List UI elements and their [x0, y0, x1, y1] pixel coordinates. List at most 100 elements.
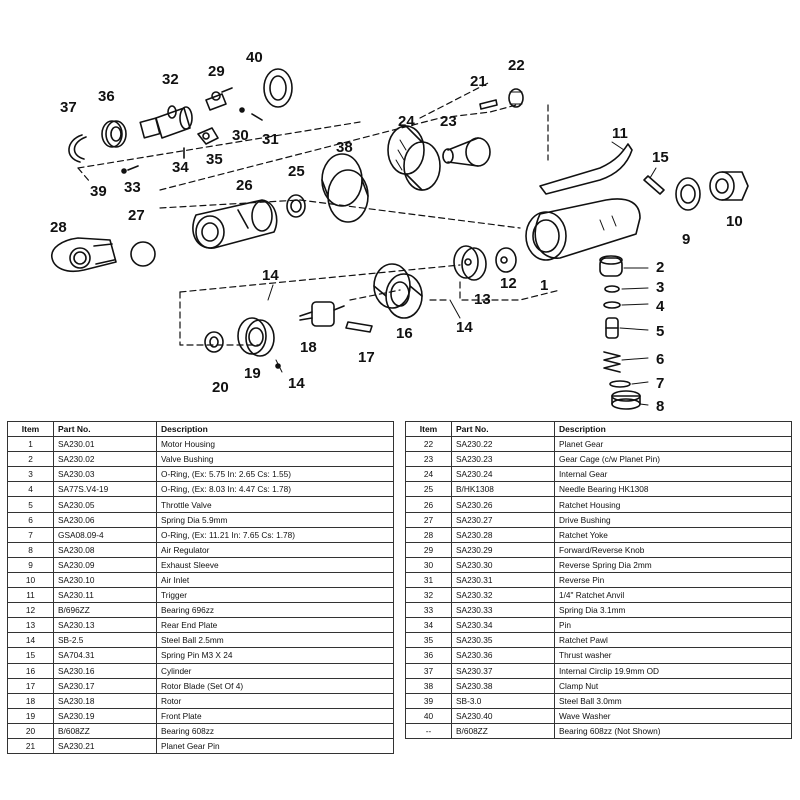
cell-description: Planet Gear Pin — [156, 737, 394, 755]
callout-4: 4 — [656, 298, 665, 315]
cell-part-no: SA230.37 — [451, 662, 555, 679]
cell-description: Rotor Blade (Set Of 4) — [156, 677, 394, 694]
cell-item: 34 — [405, 617, 452, 634]
callout-2: 2 — [656, 259, 664, 276]
cell-item: 6 — [7, 511, 54, 528]
cell-description: Front Plate — [156, 707, 394, 724]
cell-description: Air Regulator — [156, 541, 394, 558]
callout-7: 7 — [656, 375, 664, 392]
cell-description: Rear End Plate — [156, 617, 394, 634]
part-12-bearing-696zz — [495, 247, 517, 273]
cell-item: 36 — [405, 647, 452, 664]
exploded-parts-diagram: 1 2 3 4 5 6 7 8 9 10 11 12 13 14 14 14 1… — [50, 49, 749, 415]
cell-item: 11 — [7, 587, 54, 604]
cell-description: Ratchet Pawl — [554, 632, 792, 649]
part-36-thrust-washer — [101, 120, 127, 148]
part-38-clamp-nut — [321, 153, 369, 223]
cell-item: 32 — [405, 587, 452, 604]
callout-24: 24 — [398, 113, 415, 130]
cell-part-no: SA230.28 — [451, 526, 555, 543]
cell-part-no: SA230.40 — [451, 707, 555, 724]
cell-item: 40 — [405, 707, 452, 724]
cell-item: 27 — [405, 511, 452, 528]
callout-10: 10 — [726, 213, 743, 230]
cell-part-no: SA230.30 — [451, 556, 555, 573]
part-11-trigger — [539, 143, 633, 195]
cell-item: 19 — [7, 707, 54, 724]
cell-item: 10 — [7, 571, 54, 589]
cell-description: Thrust washer — [554, 647, 792, 664]
cell-description: Planet Gear — [554, 436, 792, 453]
cell-description: Valve Bushing — [156, 451, 394, 468]
callout-16: 16 — [396, 325, 413, 342]
cell-description: O-Ring, (Ex: 8.03 In: 4.47 Cs: 1.78) — [156, 481, 394, 498]
cell-description: Motor Housing — [156, 436, 394, 453]
cell-part-no: SA230.34 — [451, 617, 555, 634]
cell-item: 5 — [7, 496, 54, 513]
part-07-o-ring — [609, 380, 631, 388]
cell-description: Pin — [554, 617, 792, 634]
callout-1: 1 — [540, 277, 548, 294]
part-32-ratchet-anvil — [139, 105, 193, 139]
part-10-air-inlet — [709, 171, 749, 201]
cell-description: Spring Pin M3 X 24 — [156, 647, 394, 664]
cell-description: Trigger — [156, 587, 394, 604]
cell-part-no: B/608ZZ — [53, 722, 157, 739]
header-part-no: Part No. — [53, 420, 157, 438]
cell-part-no: SA230.02 — [53, 451, 157, 468]
callout-leader-lines — [267, 141, 657, 406]
cell-part-no: SA230.27 — [451, 511, 555, 528]
cell-description: Gear Cage (c/w Planet Pin) — [554, 451, 792, 468]
cell-item: 30 — [405, 556, 452, 573]
part-20-bearing-608zz — [204, 331, 224, 353]
cell-description: Bearing 608zz (Not Shown) — [554, 722, 792, 739]
cell-item: 15 — [7, 647, 54, 664]
cell-item: 16 — [7, 662, 54, 679]
part-21-planet-gear-pin — [479, 99, 498, 110]
callout-36: 36 — [98, 88, 115, 105]
cell-part-no: SA230.17 — [53, 677, 157, 694]
cell-description: Rotor — [156, 692, 394, 709]
cell-part-no: SB-2.5 — [53, 632, 157, 649]
cell-part-no: SA230.19 — [53, 707, 157, 724]
cell-part-no: SA230.13 — [53, 617, 157, 634]
cell-part-no: SA704.31 — [53, 647, 157, 664]
cell-item: 22 — [405, 436, 452, 453]
part-29-forward-reverse-knob — [205, 87, 233, 111]
part-15-spring-pin — [643, 175, 665, 195]
header-description: Description — [156, 420, 394, 438]
cell-description: Bearing 608zz — [156, 722, 394, 739]
cell-part-no: SA230.09 — [53, 556, 157, 573]
part-04-o-ring — [603, 301, 621, 309]
cell-item: 35 — [405, 632, 452, 649]
cell-item: 38 — [405, 677, 452, 694]
cell-part-no: GSA08.09-4 — [53, 526, 157, 543]
cell-item: 26 — [405, 496, 452, 513]
part-40-wave-washer — [263, 68, 293, 108]
callout-17: 17 — [358, 349, 375, 366]
part-18-rotor — [299, 301, 345, 327]
cell-item: 20 — [7, 722, 54, 739]
cell-part-no: SA230.03 — [53, 466, 157, 483]
cell-description: Ratchet Housing — [554, 496, 792, 513]
cell-description: Ratchet Yoke — [554, 526, 792, 543]
callout-23: 23 — [440, 113, 457, 130]
cell-part-no: SA230.16 — [53, 662, 157, 679]
cell-part-no: SB-3.0 — [451, 692, 555, 709]
part-37-internal-circlip — [68, 134, 87, 163]
